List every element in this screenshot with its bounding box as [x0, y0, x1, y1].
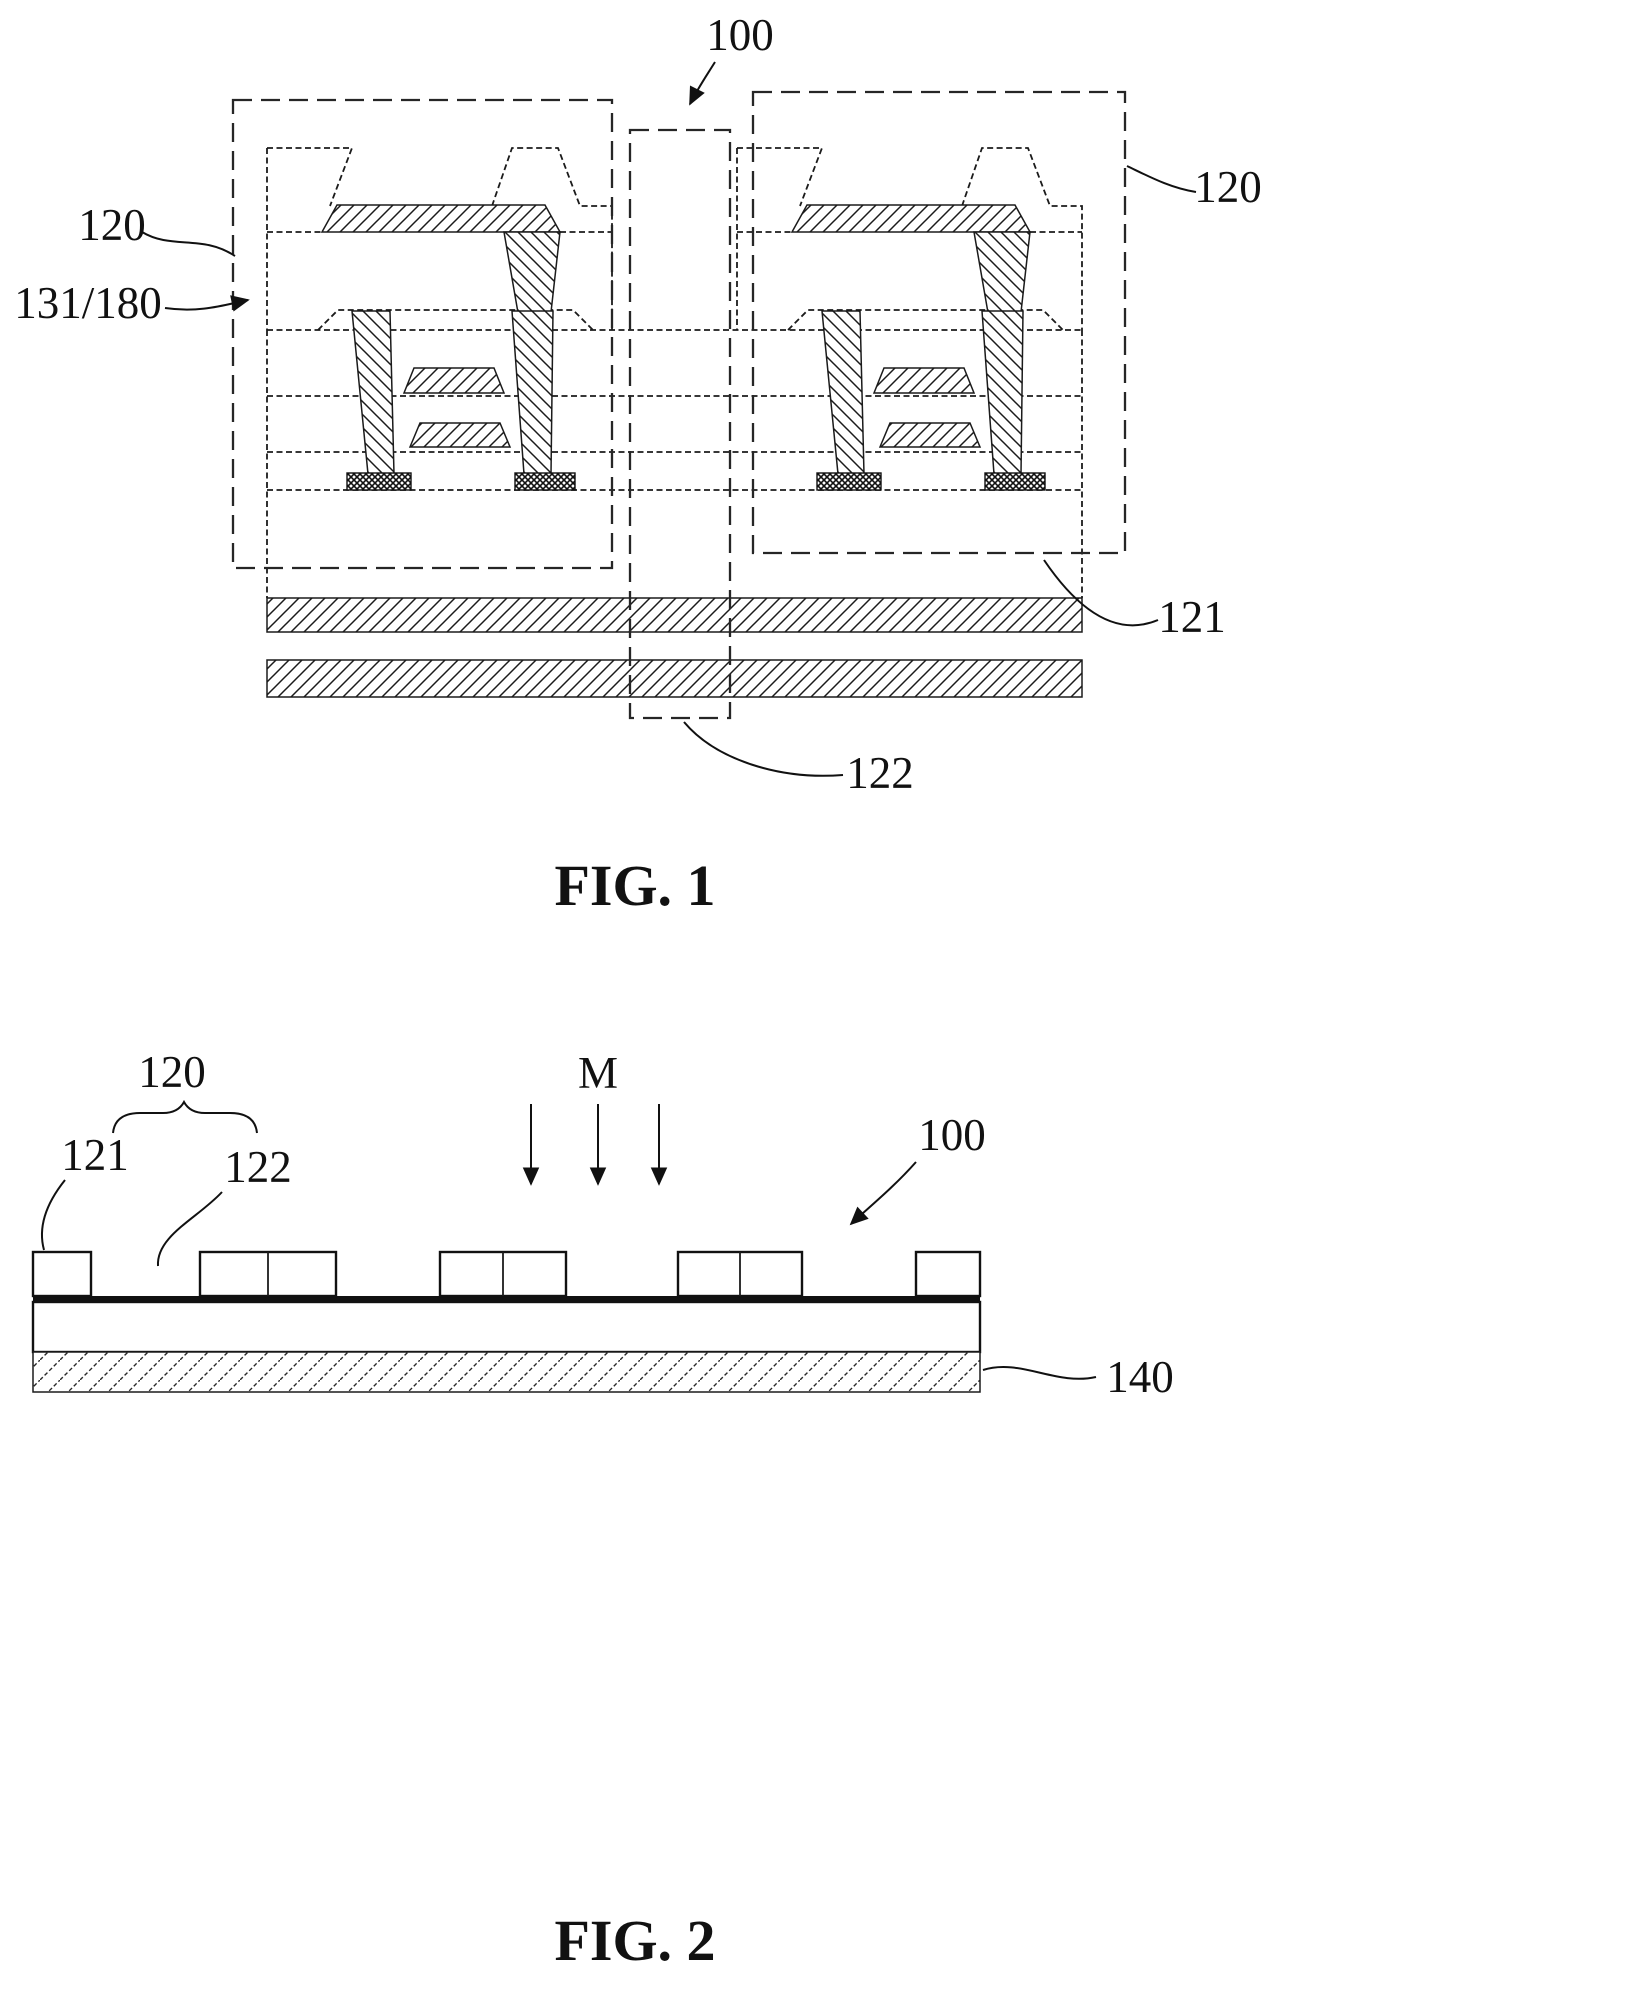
fig2-substrate-body	[31, 1300, 982, 1354]
substrate-band-lower	[266, 659, 1083, 698]
fig2-ref-100-arrow	[849, 1161, 917, 1226]
fig2-drawing: 120 121 122 M 100 140 FIG. 2	[31, 1047, 1174, 1973]
fig1-ref-100-label: 100	[706, 10, 774, 60]
fig2-ref-140-leader	[982, 1365, 1097, 1380]
fig1-ref-120-left-label: 120	[78, 200, 146, 250]
fig2-carrier-layer-140	[32, 1351, 981, 1393]
fig2-ref-100-label: 100	[918, 1110, 986, 1160]
fig1-ref-120-right-leader	[1126, 165, 1197, 193]
fig1-ref-120-right-label: 120	[1194, 162, 1262, 212]
fig2-ref-122-label: 122	[224, 1142, 292, 1192]
fig2-block-single-left	[31, 1250, 93, 1298]
fig2-seed-layer	[33, 1296, 980, 1302]
fig2-ref-M-label: M	[578, 1048, 618, 1098]
fig1-ref-131-180-label: 131/180	[14, 278, 162, 328]
region-box-left-120	[231, 98, 614, 570]
fig1-ref-121-leader	[1043, 559, 1159, 627]
region-box-right-120	[751, 90, 1127, 555]
tft-left	[266, 147, 613, 491]
fig2-ref-120-brace	[112, 1099, 258, 1134]
fig1-ref-131-180-arrow	[164, 295, 250, 312]
fig1-ref-100-arrow	[689, 61, 716, 106]
fig2-ref-122-leader	[156, 1191, 223, 1267]
region-box-center-122	[628, 128, 732, 720]
fig1-ref-122-leader	[683, 721, 844, 777]
fig2-ref-121-leader	[40, 1179, 66, 1251]
fig2-ref-140-label: 140	[1106, 1352, 1174, 1402]
fig2-ref-121-label: 121	[61, 1130, 129, 1180]
fig2-block-single-right	[914, 1250, 982, 1298]
fig1-caption: FIG. 1	[554, 853, 715, 918]
substrate-band-upper	[266, 597, 1083, 633]
fig2-ref-120-label: 120	[138, 1047, 206, 1097]
tft-right	[736, 147, 1083, 491]
fig1-ref-122-label: 122	[846, 748, 914, 798]
fig1-ref-121-label: 121	[1158, 592, 1226, 642]
fig1-drawing: 100 120 131/180 120 121 122 FIG. 1	[14, 10, 1262, 918]
fig2-caption: FIG. 2	[554, 1908, 715, 1973]
fig1-ref-120-left-leader	[141, 231, 236, 257]
